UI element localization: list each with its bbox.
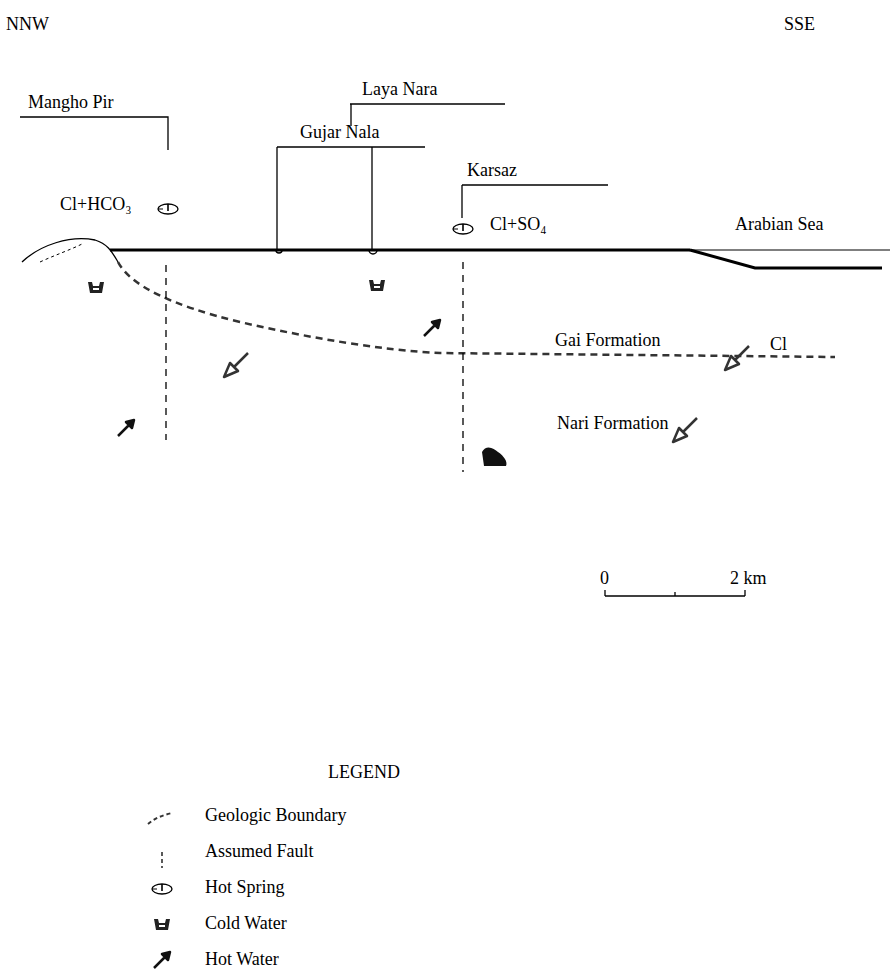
direction-label: NNW <box>4 14 51 35</box>
place-name: Karsaz <box>465 160 519 181</box>
legend-samples <box>148 813 172 968</box>
legend-text: Hot Spring <box>203 877 287 898</box>
leader-lines <box>20 104 608 250</box>
hot-water-flow-arrow <box>224 353 248 377</box>
legend-text: Assumed Fault <box>203 841 316 862</box>
formation-name: Nari Formation <box>555 413 670 434</box>
hot-water-flow-arrow <box>725 346 749 370</box>
legend-text: Cold Water <box>203 913 289 934</box>
sea-label: Arabian Sea <box>733 214 825 235</box>
place-name: Mangho Pir <box>26 92 116 113</box>
place-name: Laya Nara <box>360 79 439 100</box>
scale-bar <box>605 590 745 596</box>
legend-title: LEGEND <box>326 762 402 783</box>
cold-water-symbol <box>369 280 385 291</box>
water-type: Cl+HCO₃ <box>58 194 133 215</box>
hot-water-symbol <box>118 420 134 436</box>
legend-text: Hot Water <box>203 949 281 970</box>
direction-label: SSE <box>782 14 817 35</box>
formation-name: Gai Formation <box>553 330 663 351</box>
hot-water-symbol <box>424 320 440 336</box>
place-name: Gujar Nala <box>298 122 381 143</box>
assumed-faults <box>166 262 463 472</box>
hot-water-source <box>482 447 507 466</box>
hot-water-flow-arrow <box>673 418 697 442</box>
scale-value: 2 km <box>728 568 769 589</box>
water-type: Cl <box>768 334 789 355</box>
cold-water-symbol <box>88 282 104 293</box>
geologic-boundary <box>118 262 835 357</box>
water-type: Cl+SO₄ <box>488 214 548 235</box>
hot-spring-symbol <box>158 204 178 214</box>
hot-spring-symbol <box>453 224 473 234</box>
legend-text: Geologic Boundary <box>203 805 348 826</box>
scale-value: 0 <box>598 568 611 589</box>
ground-surface <box>22 239 890 268</box>
